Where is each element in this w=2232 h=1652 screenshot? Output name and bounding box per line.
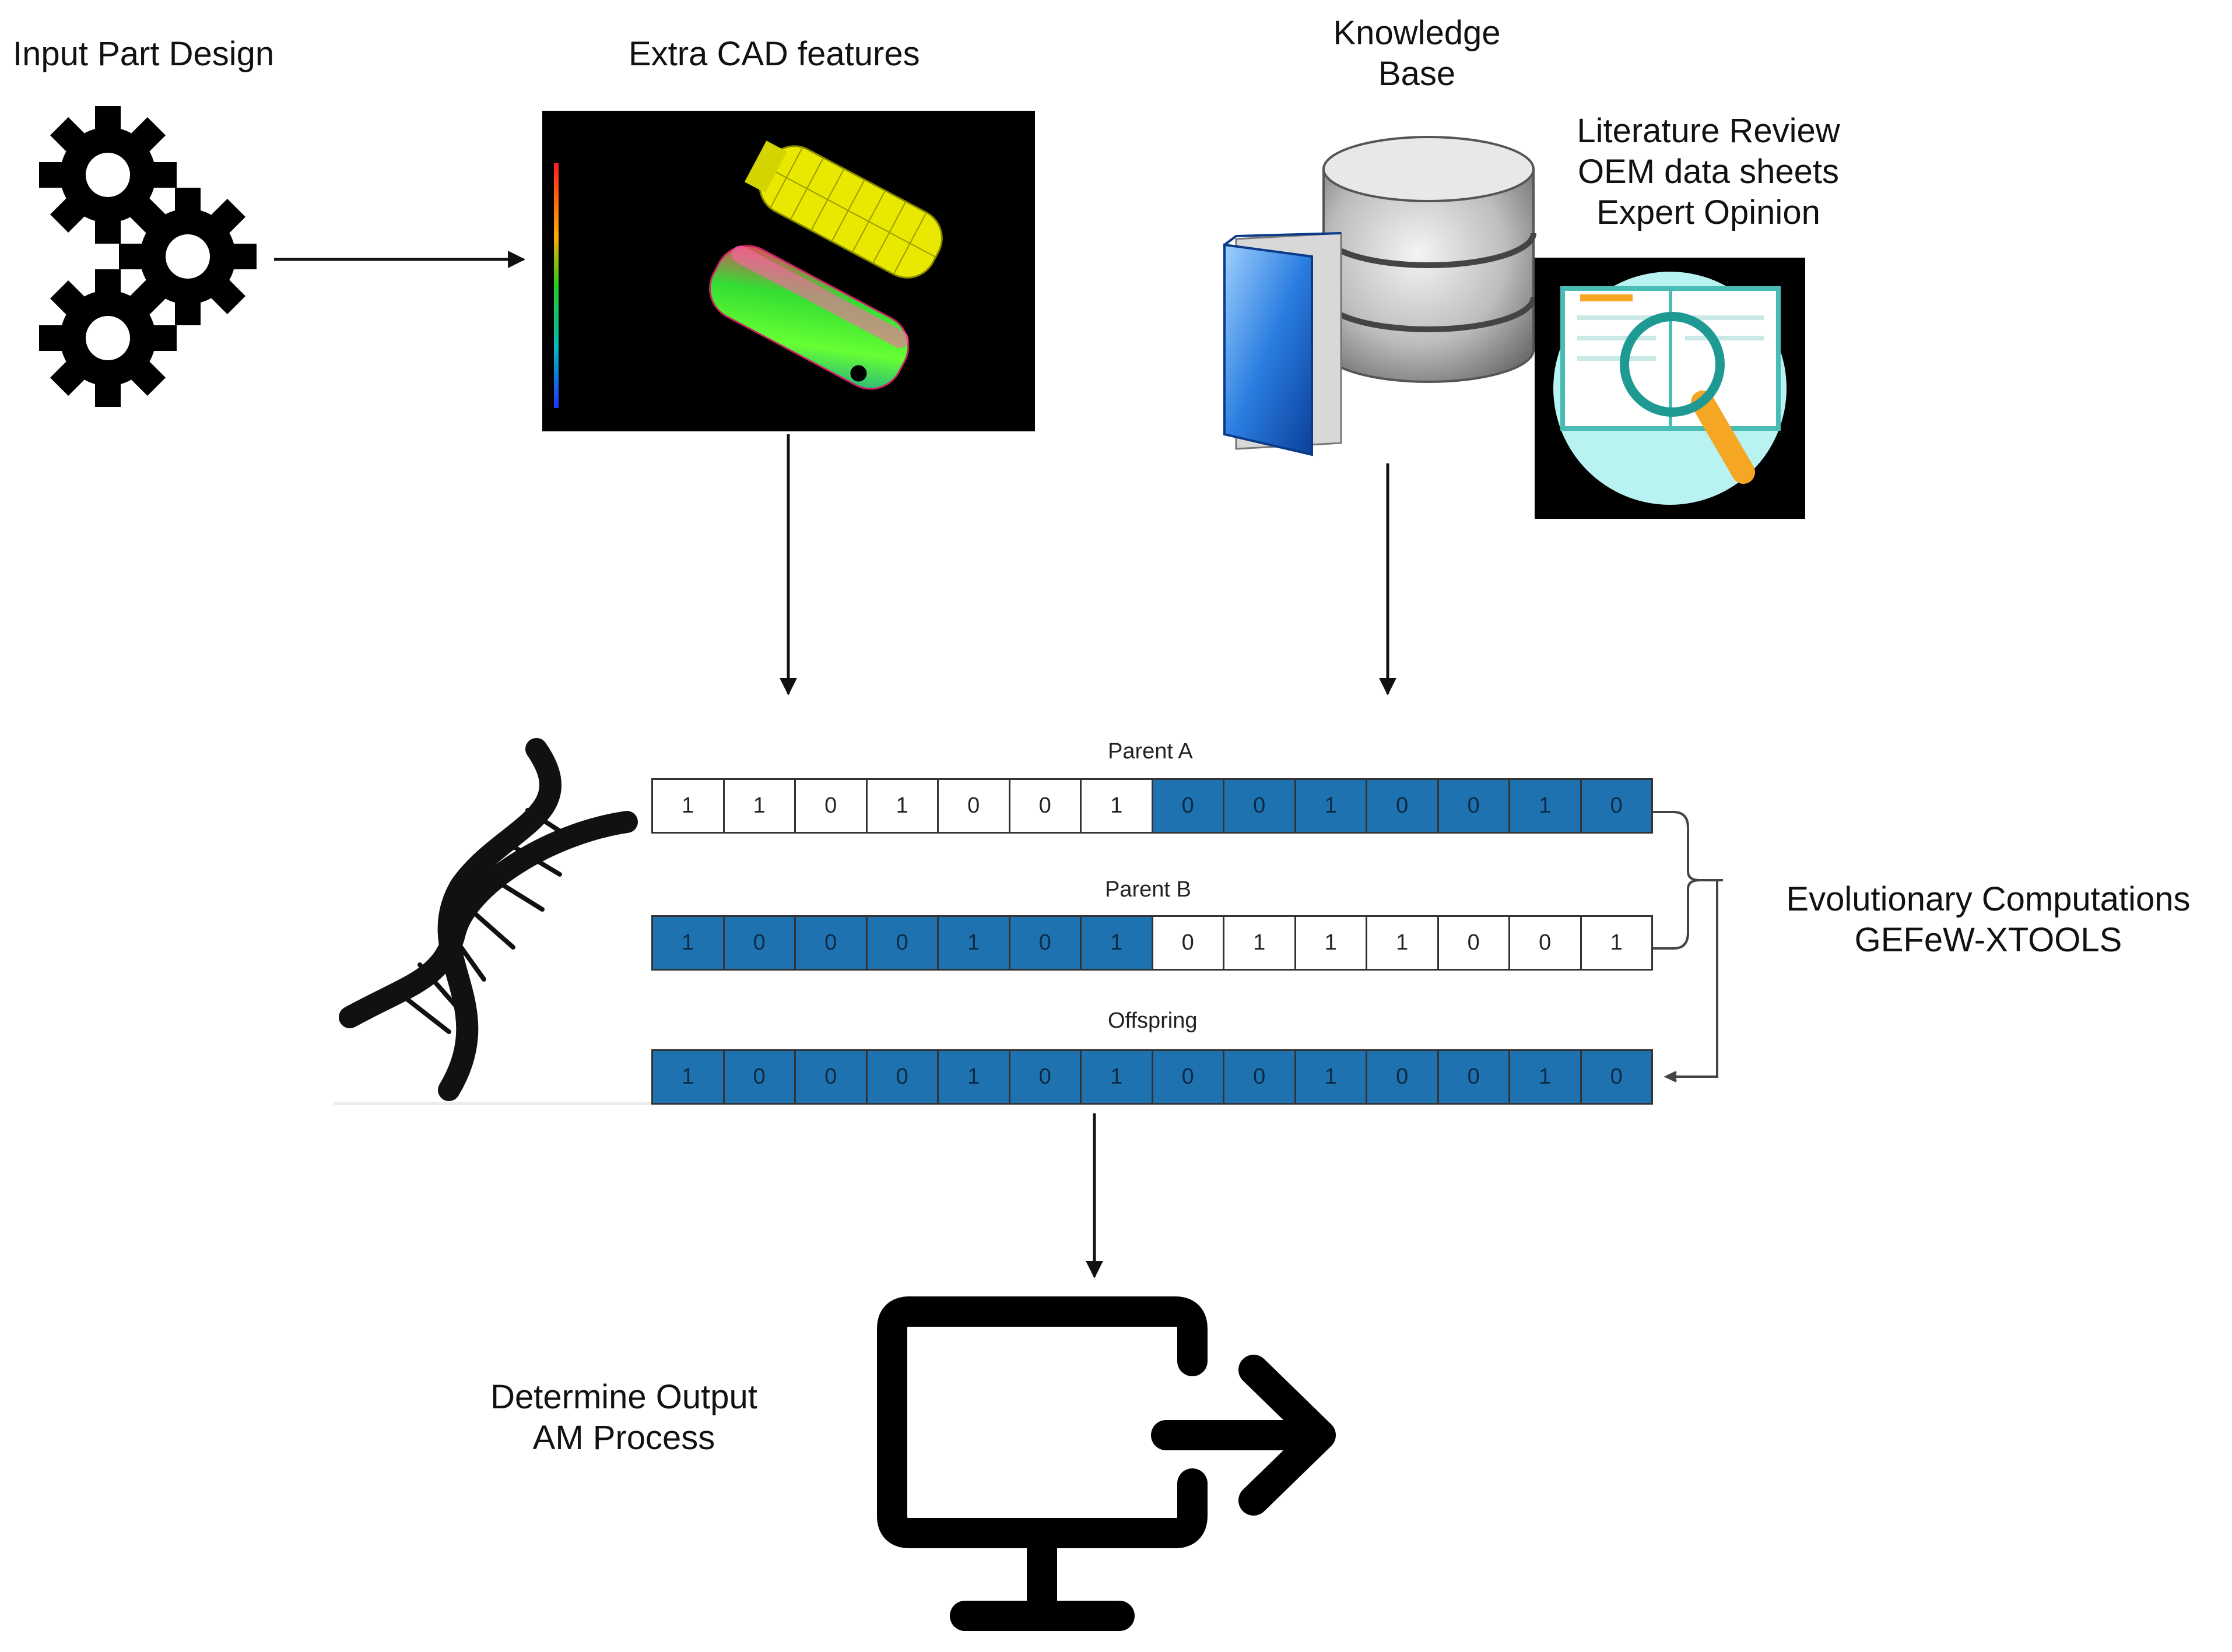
gene-cell: 1 bbox=[1080, 1049, 1152, 1105]
cad-render-image bbox=[542, 111, 1035, 431]
evolutionary-line2: GEFeW-XTOOLS bbox=[1854, 921, 2122, 959]
gene-cell: 0 bbox=[1151, 778, 1223, 834]
gene-cell: 1 bbox=[651, 915, 723, 971]
evolutionary-label: Evolutionary Computations GEFeW-XTOOLS bbox=[1749, 879, 2227, 961]
gene-cell: 1 bbox=[1294, 1049, 1366, 1105]
source-expert-opinion: Expert Opinion bbox=[1596, 194, 1820, 231]
gene-cell: 1 bbox=[937, 1049, 1009, 1105]
knowledge-sources-list: Literature Review OEM data sheets Expert… bbox=[1533, 111, 1883, 233]
gene-cell: 0 bbox=[1151, 1049, 1223, 1105]
gene-cell: 1 bbox=[1080, 778, 1152, 834]
gene-cell: 1 bbox=[1223, 915, 1294, 971]
source-oem-data-sheets: OEM data sheets bbox=[1577, 153, 1840, 191]
gene-cell: 0 bbox=[937, 778, 1009, 834]
gene-cell: 1 bbox=[722, 778, 794, 834]
gene-cell: 0 bbox=[1223, 778, 1294, 834]
extra-cad-features-label: Extra CAD features bbox=[629, 35, 920, 73]
output-line2: AM Process bbox=[532, 1419, 715, 1457]
gene-cell: 1 bbox=[651, 1049, 723, 1105]
crossover-bracket bbox=[1653, 811, 1723, 1082]
dna-icon bbox=[339, 738, 638, 1101]
gene-cell: 0 bbox=[865, 1049, 937, 1105]
gene-cell: 0 bbox=[1366, 778, 1437, 834]
output-label: Determine Output AM Process bbox=[461, 1377, 787, 1458]
knowledge-base-line1: Knowledge bbox=[1333, 14, 1501, 52]
book-icon bbox=[1223, 232, 1342, 456]
gene-cell: 0 bbox=[1008, 1049, 1080, 1105]
gene-cell: 0 bbox=[1008, 915, 1080, 971]
parent-b-label: Parent B bbox=[1105, 877, 1191, 902]
gene-cell: 1 bbox=[1366, 915, 1437, 971]
gene-cell: 0 bbox=[794, 778, 866, 834]
evolutionary-line1: Evolutionary Computations bbox=[1786, 880, 2191, 918]
source-literature-review: Literature Review bbox=[1577, 112, 1840, 150]
gene-cell: 0 bbox=[722, 1049, 794, 1105]
gene-cell: 1 bbox=[1294, 778, 1366, 834]
gene-cell: 1 bbox=[937, 915, 1009, 971]
gene-cell: 1 bbox=[651, 778, 723, 834]
gene-cell: 0 bbox=[794, 1049, 866, 1105]
parent-a-label: Parent A bbox=[1108, 739, 1193, 764]
parent-a-chromosome: 1 1 0 1 0 0 1 0 0 1 0 0 1 0 bbox=[651, 778, 1653, 834]
output-line1: Determine Output bbox=[490, 1378, 757, 1416]
gene-cell: 0 bbox=[865, 915, 937, 971]
database-icon bbox=[1321, 136, 1536, 383]
gene-cell: 0 bbox=[1151, 915, 1223, 971]
gene-cell: 0 bbox=[1437, 915, 1508, 971]
magnifier-book-icon bbox=[1535, 258, 1805, 519]
knowledge-base-label: Knowledge Base bbox=[1294, 13, 1539, 94]
gene-cell: 1 bbox=[1580, 915, 1653, 971]
gene-cell: 0 bbox=[1008, 778, 1080, 834]
gene-cell: 0 bbox=[722, 915, 794, 971]
gene-cell: 0 bbox=[1223, 1049, 1294, 1105]
parent-b-chromosome: 1 0 0 0 1 0 1 0 1 1 1 0 0 1 bbox=[651, 915, 1653, 971]
offspring-chromosome: 1 0 0 0 1 0 1 0 0 1 0 0 1 0 bbox=[651, 1049, 1653, 1105]
gene-cell: 0 bbox=[1437, 778, 1508, 834]
gears-icon bbox=[39, 106, 257, 407]
monitor-output-icon bbox=[877, 1296, 1336, 1631]
gene-cell: 1 bbox=[1080, 915, 1152, 971]
gene-cell: 0 bbox=[1580, 778, 1653, 834]
knowledge-base-line2: Base bbox=[1378, 55, 1456, 93]
offspring-label: Offspring bbox=[1108, 1008, 1198, 1033]
gene-cell: 1 bbox=[1294, 915, 1366, 971]
input-part-design-label: Input Part Design bbox=[13, 35, 275, 73]
gene-cell: 0 bbox=[1580, 1049, 1653, 1105]
gene-cell: 1 bbox=[1508, 1049, 1580, 1105]
gene-cell: 1 bbox=[1508, 778, 1580, 834]
gene-cell: 0 bbox=[1508, 915, 1580, 971]
gene-cell: 1 bbox=[865, 778, 937, 834]
gene-cell: 0 bbox=[1437, 1049, 1508, 1105]
gene-cell: 0 bbox=[1366, 1049, 1437, 1105]
gene-cell: 0 bbox=[794, 915, 866, 971]
